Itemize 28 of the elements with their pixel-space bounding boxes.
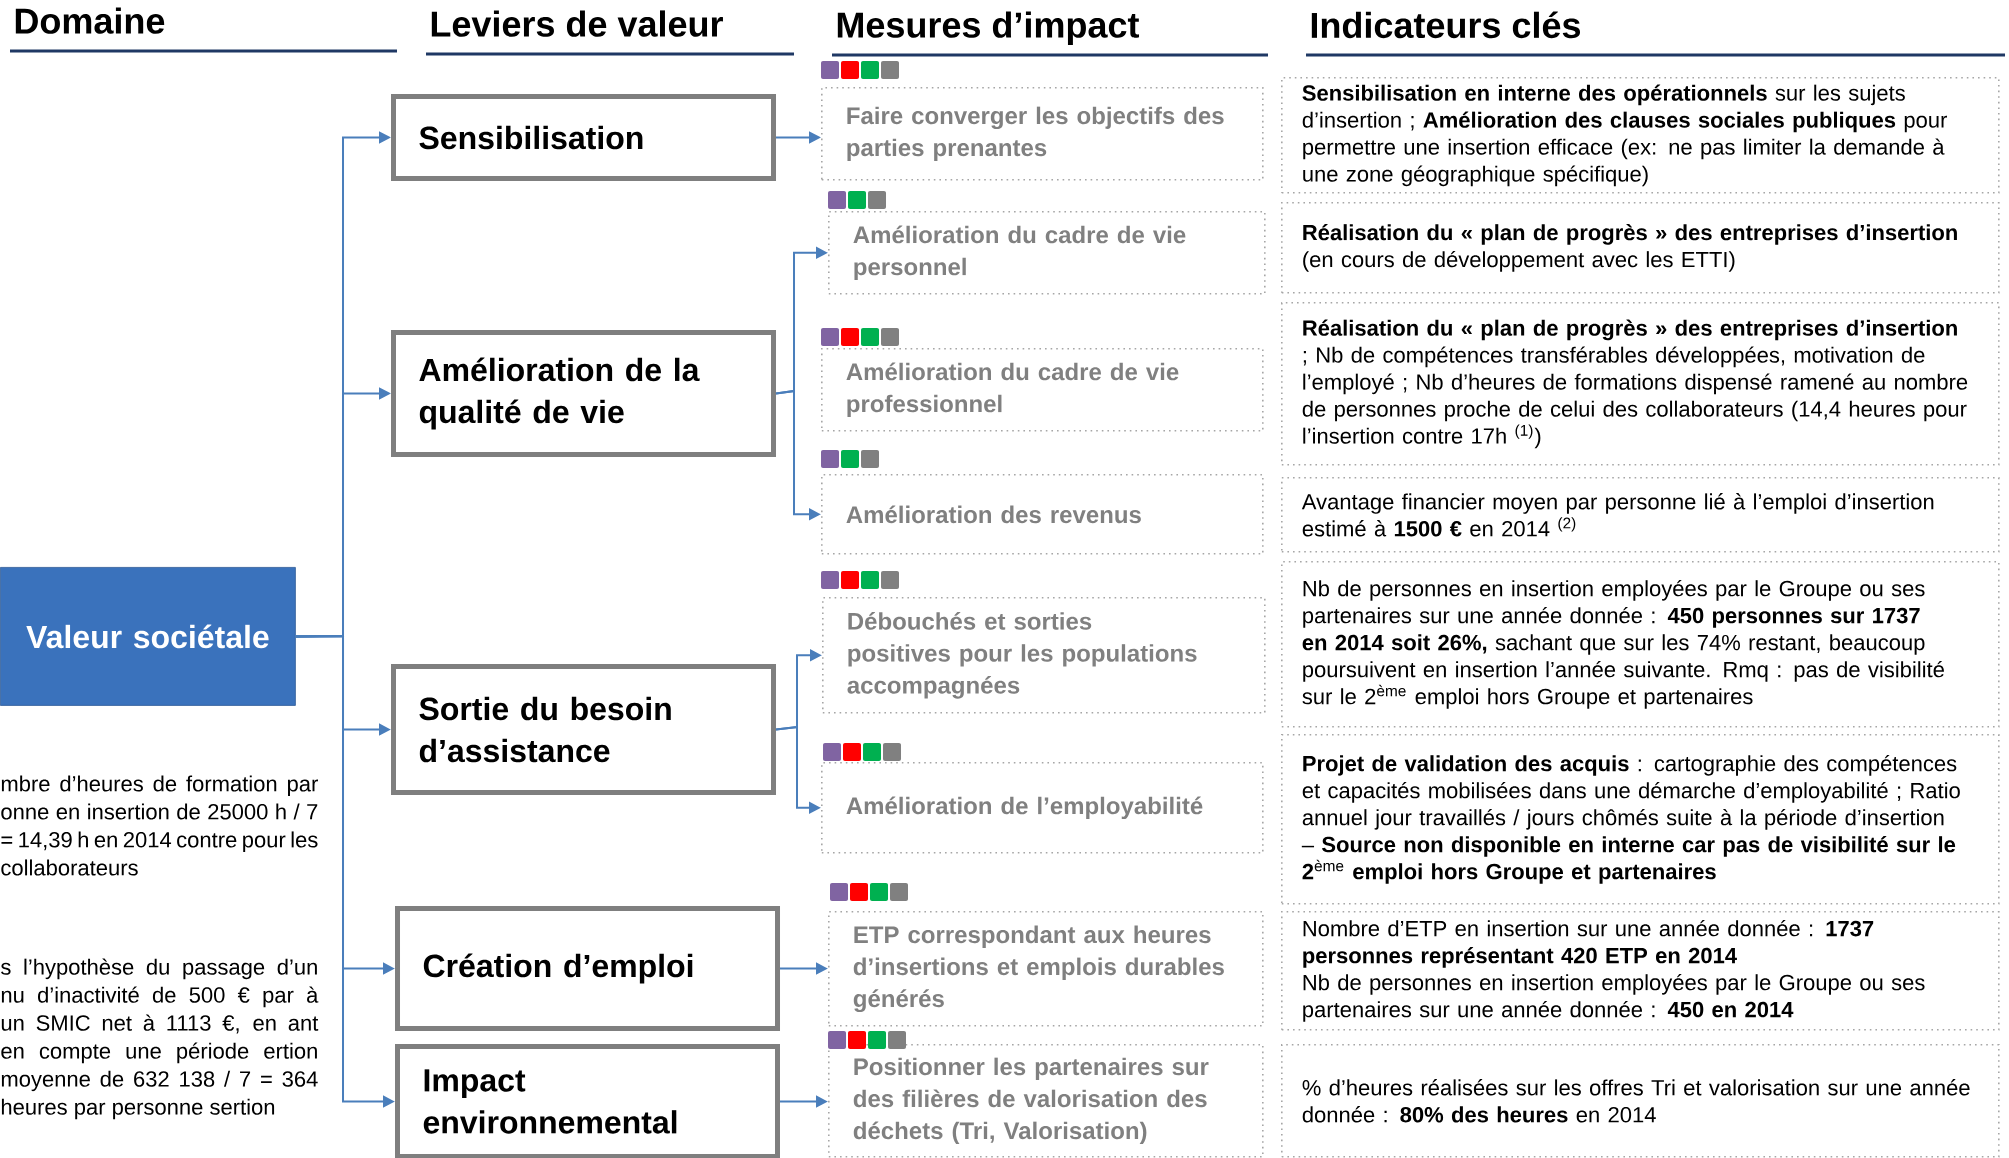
indicator-box: Avantage financier moyen par personne lié à l’emploi d’insertion estimé à 1500 € en 2014 $^{(2)}$ bbox=[1281, 477, 2000, 553]
lever-box: Sortie du besoin d’assistance bbox=[391, 664, 776, 795]
impact-box: Amélioration de l’employabilité bbox=[821, 762, 1264, 854]
impact-box: ETP correspondant aux heures d’insertions et emplois durables générés bbox=[828, 911, 1264, 1027]
indicator-box: Nombre d’ETP en insertion sur une année donnée : 1737 personnes représentant 420 ETP en 2014 Nb de personnes en insertion employées par le Groupe ou ses partenaires sur une année donnée : 450 en 2014 bbox=[1281, 911, 2000, 1031]
impact-box: Amélioration du cadre de vie personnel bbox=[828, 211, 1266, 295]
lever-box: Impact environnemental bbox=[395, 1044, 780, 1158]
indicator-box: Réalisation du « plan de progrès » des entreprises d’insertion (en cours de développement avec les ETTI) bbox=[1281, 202, 2000, 294]
domain-box: Valeur sociétale bbox=[0, 567, 296, 706]
lever-box: Sensibilisation bbox=[391, 94, 776, 181]
lever-box: Création d’emploi bbox=[395, 906, 780, 1031]
indicator-box: Projet de validation des acquis : cartographie des compétences et capacités mobilisées dans une démarche d’employabilité ; Ratio annuel jour travaillés / jours chômés suite à la période d’insertion – Source non disponible en interne car pas de visibilité sur le 2$^{ème}$ emploi hors Groupe et partenaires bbox=[1281, 734, 2000, 905]
indicator-box: Sensibilisation en interne des opérationnels sur les sujets d’insertion ; Amélioration des clauses sociales publiques pour permettre une insertion efficace (ex: ne pas limiter la demande à une zone géographique spécifique) bbox=[1281, 77, 2000, 194]
impact-box: Amélioration des revenus bbox=[821, 474, 1264, 555]
impact-box: Positionner les partenaires sur des filières de valorisation des déchets (Tri, Valorisation) bbox=[828, 1044, 1264, 1158]
impact-box: Amélioration du cadre de vie professionnel bbox=[821, 348, 1264, 432]
indicator-box: % d’heures réalisées sur les offres Tri et valorisation sur une année donnée : 80% des heures en 2014 bbox=[1281, 1044, 2000, 1158]
lever-box: Amélioration de la qualité de vie bbox=[391, 330, 776, 457]
indicator-box: Nb de personnes en insertion employées par le Groupe ou ses partenaires sur une année donnée : 450 personnes sur 1737 en 2014 soit 26%, sachant que sur les 74% restant, beaucoup poursuivent en insertion l’année suivante. Rmq : pas de visibilité sur le 2$^{ème}$ emploi hors Groupe et partenaires bbox=[1281, 561, 2000, 728]
column-heading: Leviers de valeur bbox=[431, 10, 723, 37]
impact-box: Faire converger les objectifs des parties prenantes bbox=[821, 87, 1264, 181]
note-text: s l’hypothèse du passage d’un nu d’inactivité de 500 € par à un SMIC net à 1113 €, en ant en compte une période ertion moyenne de 632 138 / 7 = 364 heures par personne sertion bbox=[1, 958, 319, 1120]
column-heading: Indicateurs clés bbox=[1311, 11, 1580, 39]
column-heading: Mesures d’impact bbox=[837, 11, 1139, 45]
column-heading: Domaine bbox=[15, 7, 165, 34]
note-text: mbre d’heures de formation par onne en insertion de 25000 h / 7 = 14,39 h en 2014 contre pour les collaborateurs bbox=[1, 775, 318, 876]
indicator-box: Réalisation du « plan de progrès » des entreprises d’insertion ; Nb de compétences transférables développées, motivation de l’employé ; Nb d’heures de formations dispensé ramené au nombre de personnes proche de celui des collaborateurs (14,4 heures pour l’insertion contre 17h $^{(1)}$) bbox=[1281, 302, 2000, 466]
impact-box: Débouchés et sorties positives pour les populations accompagnées bbox=[822, 597, 1266, 714]
